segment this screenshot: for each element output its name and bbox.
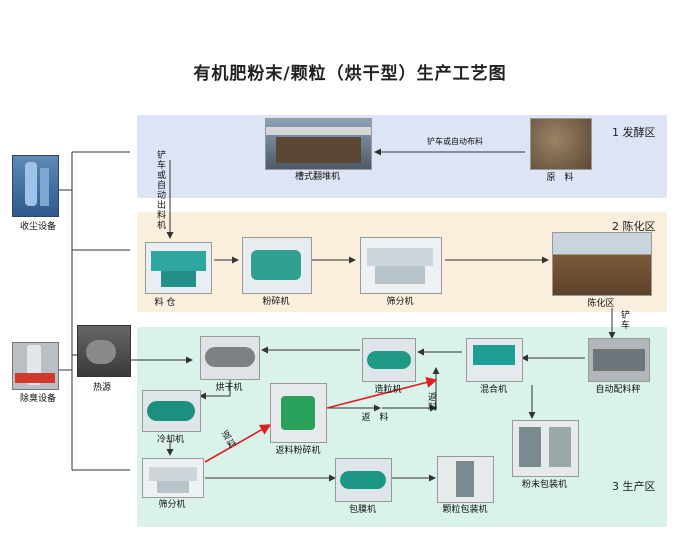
deodorizer-image [12,342,59,390]
page-title: 有机肥粉末/颗粒（烘干型）生产工艺图 [193,64,507,84]
powder-packer-image [512,420,579,477]
raw-material-image [530,118,592,170]
return-crusher-label: 返料粉碎机 [275,446,321,456]
heat-source-label: 热源 [92,383,111,393]
screen-production-image [142,458,204,498]
cooler-image [142,390,201,432]
loader-or-spreader-label: 铲车或自动布料 [427,137,483,146]
return-vertical-label: 返料 [426,392,436,412]
batching-scale-image [588,338,650,382]
silo-image [145,242,212,294]
crusher-image [242,237,312,294]
coater-label: 包膜机 [348,505,376,515]
dust-collector-label: 收尘设备 [19,222,56,232]
cooler-label: 冷却机 [156,435,184,445]
loader-label: 铲车 [619,310,629,330]
screen-aging-image [360,237,442,294]
return-crusher-image [270,383,327,443]
powder-packer-label: 粉末包装机 [521,480,567,490]
screen-aging-label: 筛分机 [386,297,414,307]
return-material-label: 返 料 [361,413,389,423]
coater-image [335,458,392,502]
turner-image [265,118,372,170]
dryer-image [200,336,260,380]
aging-area-label: 陈化区 [587,299,615,309]
deodorizer-label: 除臭设备 [19,394,56,404]
silo-label: 料 仓 [154,298,176,308]
aging-area-image [552,232,652,296]
batching-scale-label: 自动配料秤 [595,385,641,395]
mixer-label: 混合机 [479,385,507,395]
granule-packer-label: 颗粒包装机 [442,505,488,515]
dryer-label: 烘干机 [215,383,243,393]
heat-source-image [77,325,131,377]
dust-collector-image [12,155,59,217]
granulator-image [362,338,416,382]
granulator-label: 造粒机 [374,385,402,395]
screen-production-label: 筛分机 [158,500,186,510]
crusher-label: 粉碎机 [262,297,290,307]
loader-or-auto-discharge-label: 铲车或自动出料机 [155,150,165,230]
zone-label-fermentation: 1 发酵区 [612,126,656,139]
raw-material-label: 原 料 [546,173,574,183]
zone-label-aging: 2 陈化区 [612,220,656,233]
mixer-image [466,338,523,382]
granule-packer-image [437,456,494,503]
zone-label-production: 3 生产区 [612,480,656,493]
turner-label: 槽式翻堆机 [294,172,340,182]
